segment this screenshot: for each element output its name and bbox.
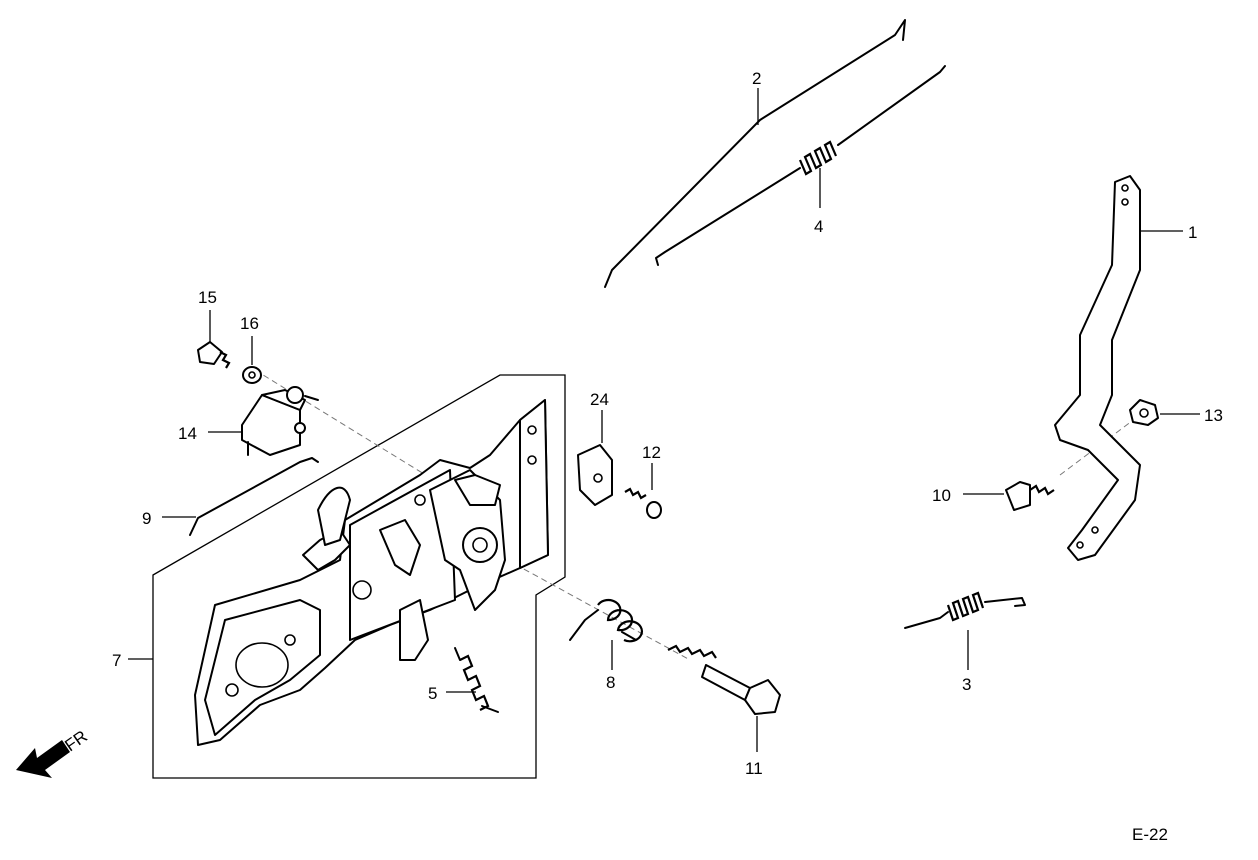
leader-lines — [128, 88, 1200, 752]
callout-10: 10 — [932, 486, 951, 505]
control-base-plate — [194, 399, 549, 746]
screw-15 — [197, 341, 231, 369]
nut-13 — [1129, 399, 1159, 426]
callout-2: 2 — [752, 69, 761, 88]
stop-switch-14 — [241, 386, 319, 456]
page-code: E-22 — [1132, 825, 1168, 844]
callout-4: 4 — [814, 217, 823, 236]
callout-11: 11 — [745, 759, 763, 778]
callout-13: 13 — [1204, 406, 1223, 425]
control-lever-1 — [1054, 175, 1141, 561]
torsion-spring-8 — [569, 598, 643, 643]
callout-24: 24 — [590, 390, 609, 409]
callout-14: 14 — [178, 424, 197, 443]
governor-rod-2 — [604, 19, 906, 288]
callout-8: 8 — [606, 673, 615, 692]
bolt-10 — [1005, 481, 1055, 511]
assembly-outline-7 — [152, 374, 566, 779]
callout-16: 16 — [240, 314, 259, 333]
screw-12 — [624, 487, 662, 519]
rod-9 — [189, 457, 319, 536]
bolt-11 — [667, 644, 781, 715]
governor-spring-rod-4 — [655, 65, 946, 266]
callout-7: 7 — [112, 651, 121, 670]
tension-spring-3 — [904, 591, 1026, 629]
callout-9: 9 — [142, 509, 151, 528]
cable-clip-24 — [577, 444, 613, 506]
callout-12: 12 — [642, 443, 661, 462]
callout-3: 3 — [962, 675, 971, 694]
callout-15: 15 — [198, 288, 217, 307]
arrow-down-left-icon — [16, 740, 70, 778]
axis-line-upper — [254, 369, 451, 491]
callout-1: 1 — [1188, 223, 1197, 242]
return-spring-5 — [454, 647, 499, 713]
washer-16 — [242, 366, 262, 384]
callout-5: 5 — [428, 684, 437, 703]
